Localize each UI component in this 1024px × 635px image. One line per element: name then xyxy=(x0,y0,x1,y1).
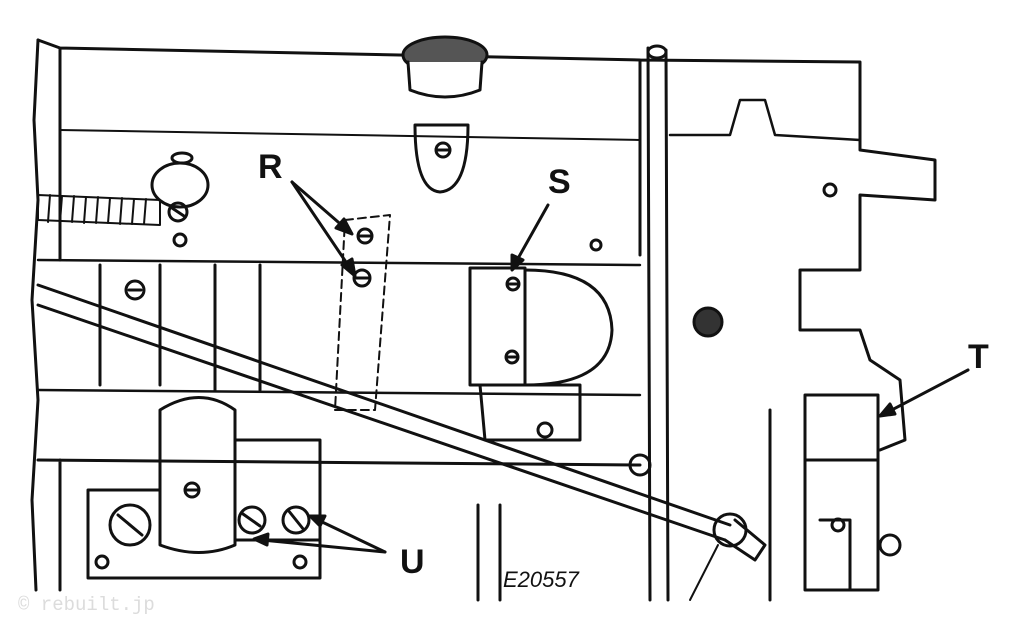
block-t xyxy=(803,393,880,592)
label-r: R xyxy=(258,148,283,186)
figure-code: E20557 xyxy=(503,567,579,592)
diagonal-rod xyxy=(36,283,732,542)
block-s xyxy=(468,266,527,387)
clamp-r xyxy=(334,214,391,411)
shaft xyxy=(36,258,642,397)
vertical-rod xyxy=(646,46,670,602)
label-t: T xyxy=(968,338,989,376)
top-panel xyxy=(59,129,641,141)
label-u: U xyxy=(400,543,425,581)
spring xyxy=(37,194,161,226)
left-edge xyxy=(30,38,40,592)
arrows xyxy=(252,180,970,554)
hub xyxy=(158,396,237,554)
base-plate xyxy=(86,488,322,580)
watermark: © rebuilt.jp xyxy=(18,594,155,616)
housing-outline xyxy=(36,38,937,452)
label-s: S xyxy=(548,163,571,201)
